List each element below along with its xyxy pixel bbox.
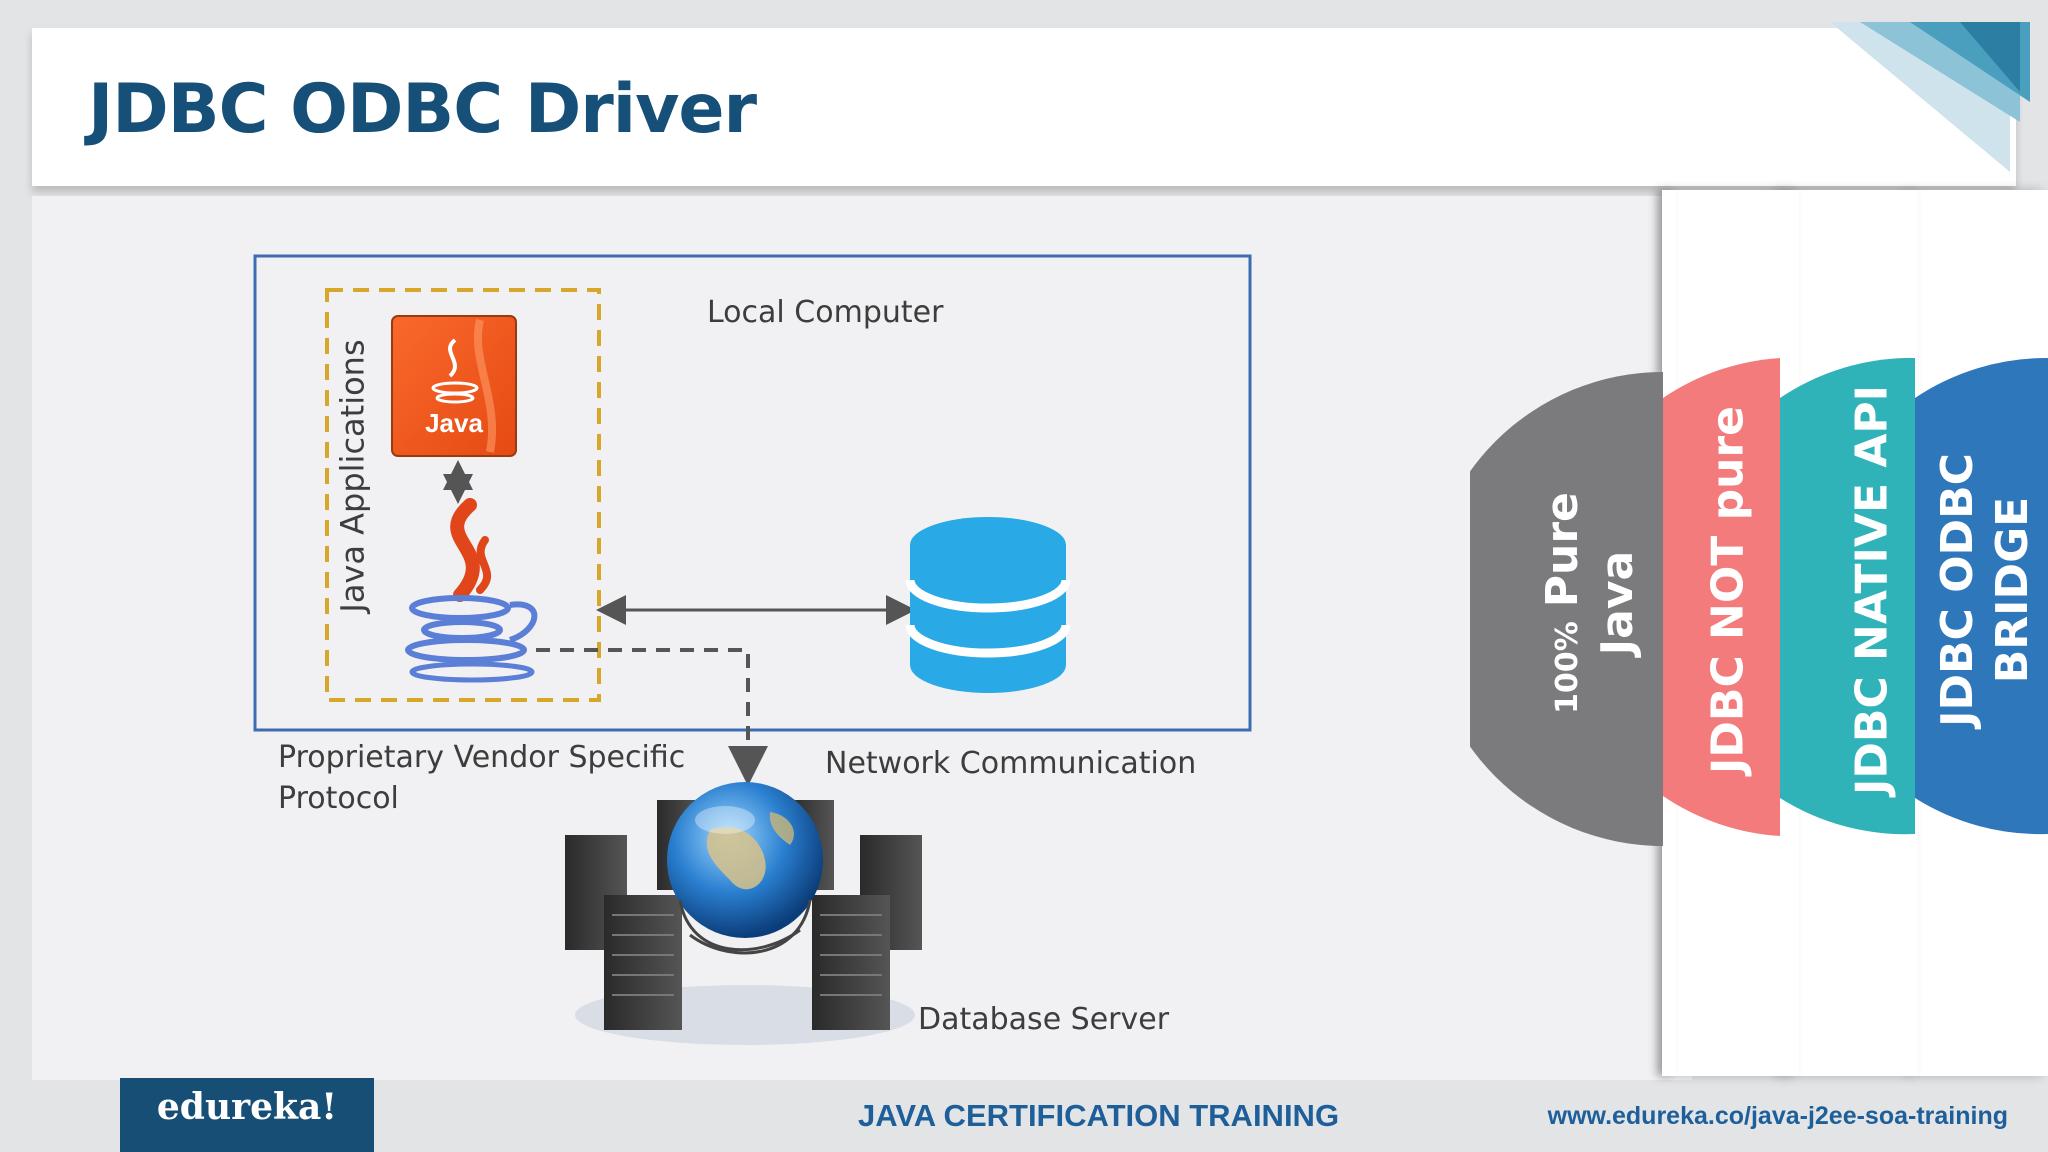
java-applications-box: [325, 288, 601, 702]
java-logo-icon: [391, 315, 517, 457]
architecture-diagram: Java: [253, 254, 1252, 1045]
edureka-logo: edureka!: [120, 1078, 374, 1152]
java-applications-label: Java Applications: [333, 339, 372, 613]
tab-jdbc-not-pure-label: JDBC NOT pure: [1702, 406, 1754, 774]
server-globe-icon: [565, 782, 922, 1045]
tab-jdbc-native-api-label: JDBC NATIVE API: [1846, 385, 1898, 795]
network-label: Network Communication: [825, 746, 1197, 781]
slide-title: JDBC ODBC Driver: [88, 70, 757, 149]
local-computer-box: [253, 254, 1252, 732]
course-title: JAVA CERTIFICATION TRAINING: [858, 1098, 1340, 1133]
protocol-label-line2: Protocol: [278, 781, 399, 816]
database-server-label: Database Server: [918, 1002, 1170, 1037]
database-icon: [905, 517, 1071, 693]
tab-jdbc-odbc-bridge-label: JDBC ODBC BRIDGE: [1932, 453, 2038, 727]
java-cup-icon: [405, 498, 538, 683]
protocol-label-line1: Proprietary Vendor Specific: [278, 740, 686, 775]
title-band: [32, 28, 2016, 186]
local-computer-label: Local Computer: [707, 295, 944, 330]
course-url[interactable]: www.edureka.co/java-j2ee-soa-training: [1547, 1102, 2008, 1130]
tab-pure-java-label: 100% Pure Java: [1537, 492, 1643, 714]
corner-decoration: [1830, 22, 2030, 172]
java-icon-label: Java: [425, 408, 483, 438]
driver-type-semicircles: [1470, 357, 2048, 846]
